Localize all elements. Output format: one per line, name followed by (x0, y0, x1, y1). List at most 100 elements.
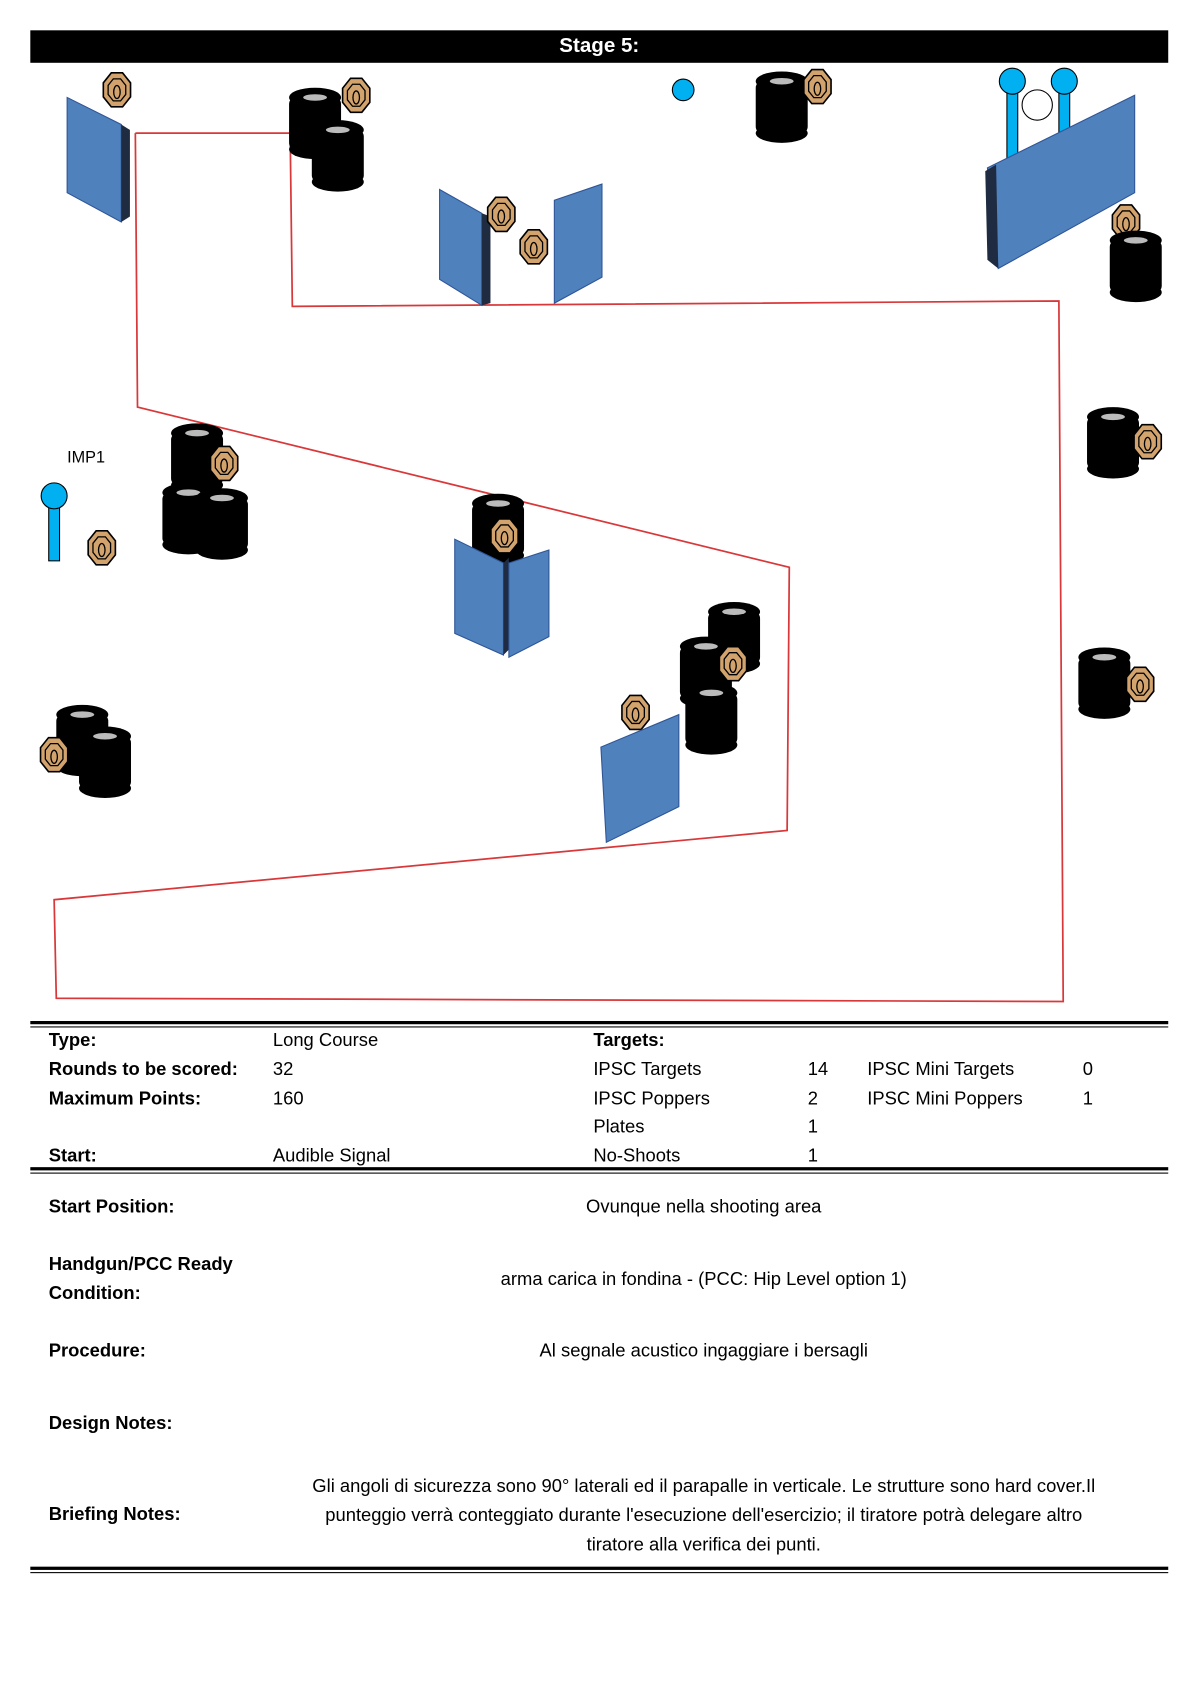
target-ring (1130, 672, 1150, 696)
target-ring (723, 652, 743, 676)
imp1-label: IMP1 (67, 448, 106, 467)
target-ring (50, 749, 59, 764)
target-type: IPSC Targets (593, 1058, 702, 1080)
wall-edge (121, 124, 130, 222)
target-count: 2 (807, 1088, 818, 1109)
barrel-icon (685, 692, 738, 745)
wall-barricade (600, 713, 680, 844)
start-position-label: Start Position: (48, 1196, 175, 1217)
briefing-line: punteggio verrà conteggiato durante l'es… (325, 1504, 1083, 1526)
target-count: 1 (807, 1145, 818, 1167)
barrel-icon (195, 498, 248, 551)
ipsc-target-icon (718, 645, 748, 682)
target-ring (807, 74, 827, 99)
ipsc-target-icon (486, 196, 516, 233)
barrel-icon (1078, 657, 1131, 710)
target-ring (729, 658, 737, 674)
barrel-hole (93, 732, 117, 740)
barrel-icon (79, 736, 132, 789)
target-ring (524, 235, 544, 259)
barrel-hole (325, 126, 350, 134)
popper-head (1050, 67, 1078, 95)
target-ring (113, 84, 121, 100)
target-ring (626, 700, 645, 725)
rounds-label: Rounds to be scored: (48, 1058, 238, 1080)
procedure-label: Procedure: (48, 1340, 146, 1361)
popper-head (998, 67, 1026, 95)
divider (30, 1167, 1169, 1174)
fault-line (53, 132, 1065, 1003)
barrel-hole (1101, 413, 1125, 421)
ready-condition-label: Handgun/PCC Ready (48, 1253, 233, 1275)
type-label: Type: (48, 1029, 97, 1051)
target-count: 0 (1082, 1058, 1093, 1080)
wall-edge (985, 164, 999, 269)
barrel-hole (694, 643, 718, 650)
target-count: 14 (807, 1058, 829, 1080)
barrel-hole (486, 500, 510, 507)
ipsc-target-icon (39, 736, 69, 773)
barrel-icon (171, 433, 224, 486)
wall-barricade (439, 188, 483, 307)
barrel-hole (176, 489, 201, 496)
stage-diagram (39, 67, 1163, 1003)
wall-edge (481, 213, 491, 306)
max-points-value: 160 (272, 1088, 304, 1109)
barrel-icon (311, 129, 364, 182)
target-ring (220, 458, 229, 473)
target-ring (1143, 436, 1152, 452)
target-ring (529, 241, 538, 257)
target-ring (97, 542, 106, 558)
ipsc-target-icon (209, 445, 239, 482)
stage-title: Stage 5: (30, 30, 1169, 63)
barrel-hole (1123, 237, 1148, 244)
rounds-value: 32 (272, 1058, 294, 1080)
design-notes-label: Design Notes: (48, 1412, 173, 1434)
target-ring (346, 83, 366, 107)
ipsc-target-icon (519, 229, 549, 265)
barrel-bottom (685, 735, 738, 755)
target-type: Plates (593, 1116, 645, 1137)
ready-condition-label-2: Condition: (48, 1282, 141, 1304)
ipsc-target-icon (621, 694, 650, 731)
target-ring (631, 707, 640, 722)
barrel-bottom (311, 172, 364, 192)
barrel-hole (722, 608, 746, 615)
target-ring (500, 530, 509, 546)
target-type: IPSC Poppers (593, 1088, 710, 1109)
divider (30, 1566, 1169, 1574)
type-value: Long Course (272, 1029, 379, 1051)
ipsc-target-icon (102, 72, 132, 108)
barrel-hole (185, 429, 209, 437)
ipsc-target-icon (341, 77, 371, 114)
ipsc-target-icon (1133, 423, 1163, 460)
barrel-icon (1109, 240, 1162, 293)
start-position-value: Ovunque nella shooting area (586, 1196, 822, 1217)
plate-icon (671, 78, 695, 102)
ipsc-target-icon (803, 68, 832, 105)
target-ring (1138, 430, 1158, 454)
target-ring (497, 209, 506, 224)
barrel-icon (1087, 416, 1140, 469)
barrel-hole (210, 494, 234, 502)
target-ring (107, 78, 127, 102)
barrel-hole (303, 94, 327, 101)
targets-label: Targets: (593, 1029, 665, 1051)
ipsc-target-icon (490, 518, 519, 554)
divider (30, 1020, 1169, 1028)
briefing-notes-label: Briefing Notes: (48, 1503, 181, 1525)
barrel-bottom (79, 778, 132, 798)
target-ring (92, 536, 112, 560)
wall-barricade (508, 549, 550, 659)
wall-edge (503, 557, 509, 656)
barrel-icon (755, 81, 808, 134)
barrel-hole (699, 689, 724, 697)
barrel-bottom (1087, 459, 1140, 479)
ipsc-target-icon (87, 530, 117, 566)
target-ring (1122, 216, 1130, 232)
barrel-bottom (1109, 282, 1162, 303)
barrel-hole (769, 77, 794, 85)
target-ring (352, 90, 361, 105)
ready-condition-value: arma carica in fondina - (PCC: Hip Level… (500, 1268, 907, 1290)
